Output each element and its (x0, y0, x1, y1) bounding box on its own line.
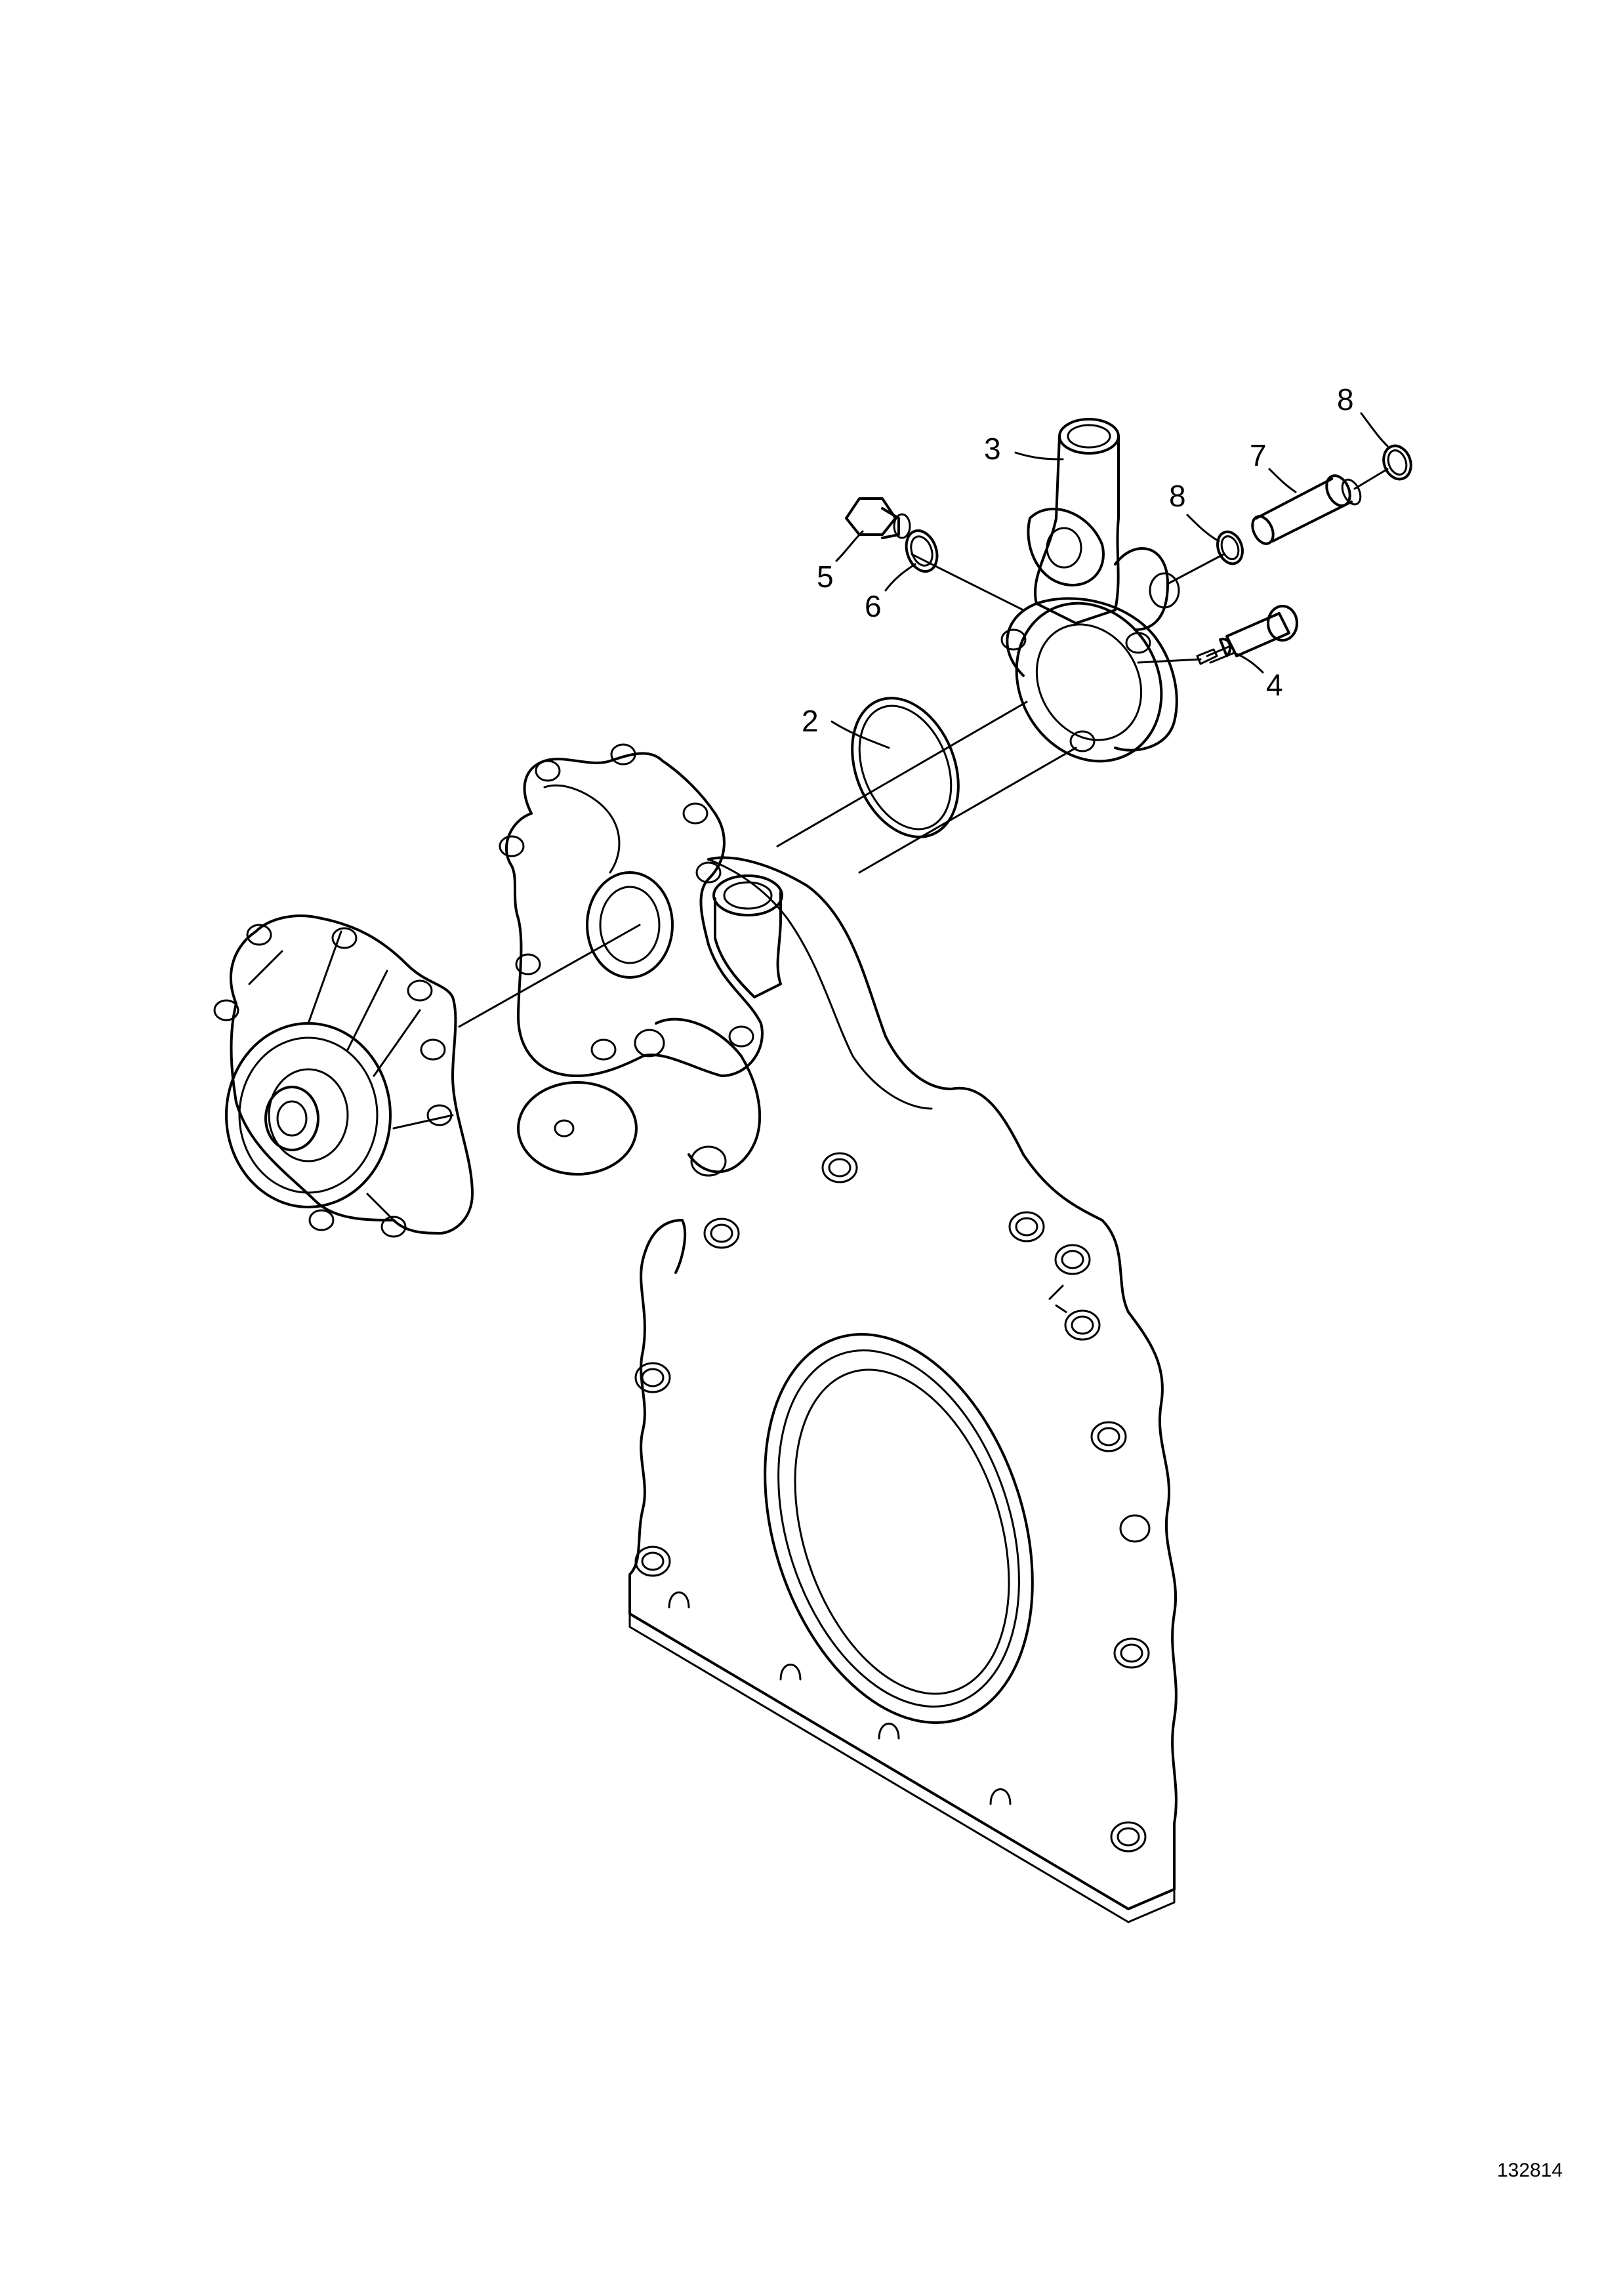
o-ring-part-2 (851, 697, 960, 838)
callout-5: 5 (817, 560, 834, 594)
callout-6: 6 (865, 589, 882, 623)
leader-lines (831, 412, 1389, 749)
callout-3: 3 (984, 432, 1001, 466)
timing-cover (628, 856, 1178, 1923)
pipe-part-7 (1251, 474, 1362, 545)
water-pump (213, 914, 474, 1238)
callout-8-upper: 8 (1337, 382, 1354, 417)
reference-number: 132814 (1497, 2160, 1563, 2181)
plug-part-5 (845, 497, 911, 539)
outlet-housing-part-3 (1000, 418, 1180, 763)
pump-housing (499, 743, 783, 1177)
o-ring-part-8-lower (1216, 530, 1244, 565)
bolt-part-4 (1196, 605, 1298, 665)
assembly-axis-lines (458, 468, 1389, 1028)
callout-7: 7 (1250, 438, 1267, 472)
callout-8-lower: 8 (1169, 479, 1186, 513)
o-ring-part-8-upper (1382, 444, 1412, 481)
callout-2: 2 (802, 704, 819, 738)
callout-4: 4 (1266, 668, 1283, 702)
